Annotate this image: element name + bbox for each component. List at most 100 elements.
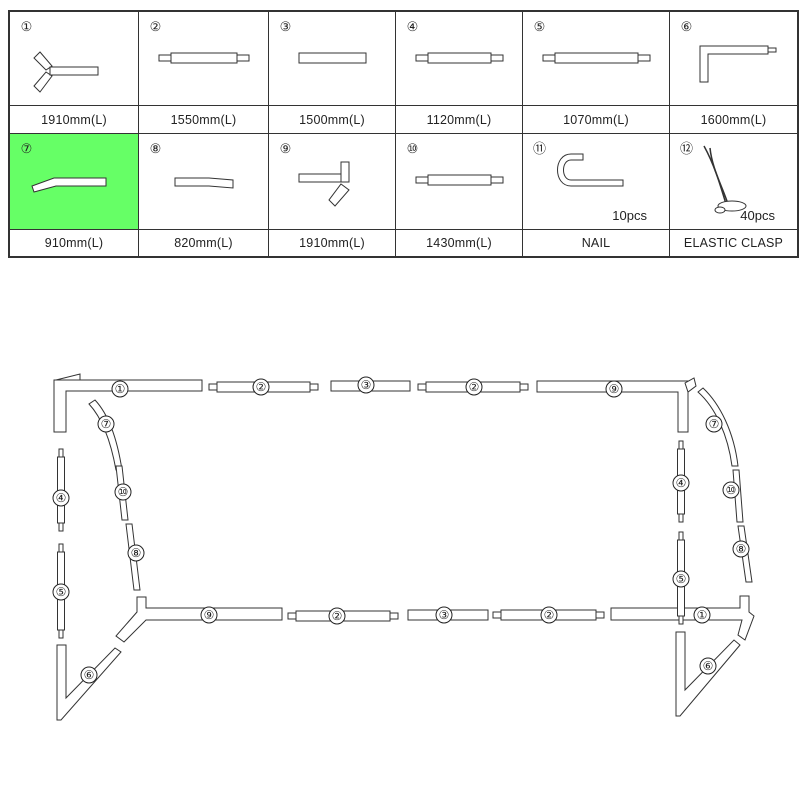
part-caption-cell: ELASTIC CLASP (670, 230, 797, 256)
assembly-label: ⑨ (609, 382, 620, 396)
assembly-label: ① (115, 382, 126, 396)
part-image-cell: ④ (396, 12, 523, 106)
part-caption: 1600mm(L) (700, 112, 767, 127)
part-image-cell: ⑩ (396, 134, 523, 230)
assembly-label-circle (540, 606, 558, 624)
assembly-label: ⑦ (101, 417, 112, 431)
tube-pin (58, 629, 64, 639)
assembly-label-circle (465, 378, 483, 396)
part-image-cell: ② (139, 12, 269, 106)
assembly-label: ⑩ (118, 485, 129, 499)
assembly-label: ⑩ (726, 483, 737, 497)
assembly-label: ⑤ (56, 585, 67, 599)
part-caption-cell: NAIL (523, 230, 670, 256)
tube-pin (492, 611, 502, 619)
part-number: ⑩ (406, 141, 419, 156)
part-number: ④ (406, 19, 419, 34)
tube-pin (58, 448, 64, 458)
tube-pin (208, 383, 218, 391)
assembly-label-circle (252, 378, 270, 396)
angled-tube-icon (31, 177, 107, 193)
tube-pin (678, 440, 684, 450)
assembly-label: ④ (676, 476, 687, 490)
assembly-label-circle (200, 606, 218, 624)
part-number: ⑫ (680, 141, 694, 156)
assembly-label-circle (705, 415, 723, 433)
assembly-label-circle (52, 489, 70, 507)
tube-pin (519, 383, 529, 391)
tube-1-flap (55, 373, 81, 381)
assembly-label: ⑧ (736, 542, 747, 556)
part-caption: 1550mm(L) (170, 112, 237, 127)
assembly-label-circle (722, 481, 740, 499)
assembly-label-circle (605, 380, 623, 398)
part-caption-cell: 1910mm(L) (10, 106, 139, 134)
assembly-label: ⑤ (676, 572, 687, 586)
part-number: ⑨ (279, 141, 292, 156)
part-caption-cell: 820mm(L) (139, 230, 269, 256)
double-pin-tube-icon (542, 52, 651, 64)
bent-tube-icon (174, 177, 234, 189)
part-number: ⑦ (20, 141, 33, 156)
tube-pin (595, 611, 605, 619)
part-caption-cell: 1600mm(L) (670, 106, 797, 134)
assembly-label-circle (357, 376, 375, 394)
part-number: ⑥ (680, 19, 693, 34)
assembly-label-circle (114, 483, 132, 501)
assembly-label-circle (80, 666, 98, 684)
assembly-label: ⑥ (84, 668, 95, 682)
tube-7-right (697, 387, 739, 467)
part-number: ② (149, 19, 162, 34)
assembly-label-circle (52, 583, 70, 601)
part-caption-cell: 1070mm(L) (523, 106, 670, 134)
t-joint-tube-icon (298, 161, 350, 207)
u-nail-icon (557, 153, 624, 187)
part-number: ⑪ (533, 141, 547, 156)
part-caption: 910mm(L) (44, 236, 104, 250)
assembly-label-circle (672, 570, 690, 588)
part-image-cell: ① (10, 12, 139, 106)
assembly-label: ② (332, 609, 343, 623)
assembly-label: ③ (361, 378, 372, 392)
part-image-cell: ⑨ (269, 134, 396, 230)
part-caption: 1500mm(L) (299, 112, 365, 127)
assembly-label: ⑨ (204, 608, 215, 622)
assembly-label-circle (693, 606, 711, 624)
assembly-label: ② (544, 608, 555, 622)
part-number: ③ (279, 19, 292, 34)
part-number: ① (20, 19, 33, 34)
tube-pin (309, 383, 319, 391)
double-pin-tube-icon (158, 52, 250, 64)
tube-pin (678, 531, 684, 541)
part-quantity: 10pcs (612, 208, 647, 223)
part-image-cell: ③ (269, 12, 396, 106)
tube-9-joint (684, 377, 697, 393)
assembly-label: ② (469, 380, 480, 394)
assembly-label-circle (672, 474, 690, 492)
assembly-label: ⑧ (131, 546, 142, 560)
double-pin-tube-icon (415, 174, 504, 186)
double-pin-tube-icon (415, 52, 504, 64)
tube-pin (389, 612, 399, 620)
part-caption: 1070mm(L) (563, 112, 629, 127)
assembly-label: ② (256, 380, 267, 394)
part-quantity: 40pcs (740, 208, 775, 223)
part-caption-cell: 1430mm(L) (396, 230, 523, 256)
elastic-clasp-icon (703, 145, 747, 214)
assembly-label: ① (697, 608, 708, 622)
tube-pin (58, 522, 64, 532)
tube-pin (678, 615, 684, 625)
part-caption-cell: 1910mm(L) (269, 230, 396, 256)
assembly-label-circle (699, 657, 717, 675)
part-number: ⑧ (149, 141, 162, 156)
part-number: ⑤ (533, 19, 546, 34)
part-caption: ELASTIC CLASP (683, 236, 784, 250)
part-caption: 1120mm(L) (426, 112, 492, 127)
part-caption: 820mm(L) (174, 236, 233, 250)
tube-pin (678, 513, 684, 523)
part-caption-cell: 1500mm(L) (269, 106, 396, 134)
part-caption: 1430mm(L) (426, 236, 492, 250)
part-caption: NAIL (581, 236, 611, 250)
part-caption-cell: 1550mm(L) (139, 106, 269, 134)
